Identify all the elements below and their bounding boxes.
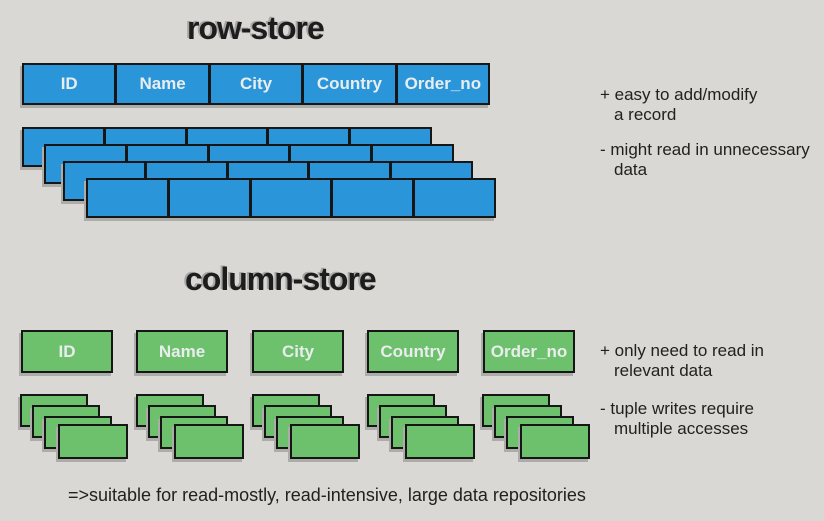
record-cell <box>415 180 494 216</box>
column-store-con-note: - tuple writes require multiple accesses <box>600 399 754 439</box>
column-value-box <box>520 424 590 459</box>
note-line: + only need to read in <box>600 341 764 360</box>
row-store-title: row-store <box>187 10 325 46</box>
row-header-cell-country: Country <box>304 65 398 103</box>
row-header-cell-city: City <box>211 65 305 103</box>
column-header-id: ID <box>21 330 113 373</box>
suitability-note: =>suitable for read-mostly, read-intensi… <box>68 485 586 505</box>
note-line: data <box>614 160 648 179</box>
column-stack-city <box>252 394 364 462</box>
column-header-city: City <box>252 330 344 373</box>
column-stack-id <box>20 394 132 462</box>
note-line: - might read in unnecessary <box>600 140 810 159</box>
column-stack-order-no <box>482 394 594 462</box>
record-cell <box>88 180 170 216</box>
column-stack-name <box>136 394 248 462</box>
note-line: relevant data <box>614 361 713 380</box>
row-header-cell-name: Name <box>117 65 211 103</box>
note-line: a record <box>614 105 677 124</box>
column-store-title: column-store <box>185 261 377 297</box>
note-line: - tuple writes require <box>600 399 755 418</box>
column-value-box <box>405 424 475 459</box>
row-store-con-note: - might read in unnecessary data <box>600 140 810 180</box>
column-header-name: Name <box>136 330 228 373</box>
row-store-pro-note: + easy to add/modify a record <box>600 85 757 125</box>
note-line: + easy to add/modify <box>600 85 758 104</box>
record-cell <box>170 180 252 216</box>
column-stack-country <box>367 394 479 462</box>
column-value-box <box>58 424 128 459</box>
column-value-box <box>290 424 360 459</box>
column-value-box <box>174 424 244 459</box>
row-header-cell-order-no: Order_no <box>404 74 482 93</box>
column-store-pro-note: + only need to read in relevant data <box>600 341 764 381</box>
record-cell <box>333 180 416 216</box>
row-header-cell-id: ID <box>24 65 118 103</box>
row-store-header-tuple: ID Name City Country Order_no <box>22 63 490 105</box>
note-line: multiple accesses <box>614 419 749 438</box>
column-header-country: Country <box>367 330 459 373</box>
column-header-order-no: Order_no <box>483 330 575 373</box>
row-store-record-4 <box>86 178 496 218</box>
record-cell <box>252 180 334 216</box>
